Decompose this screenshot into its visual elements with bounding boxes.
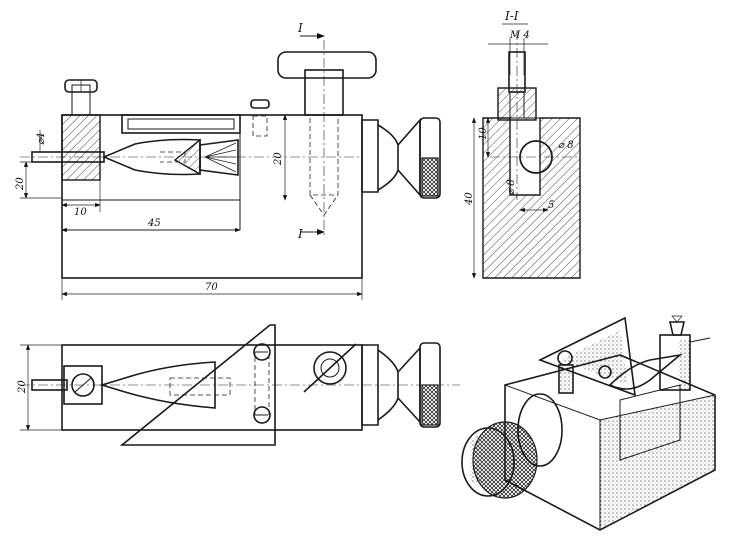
dim-front-h20-mid: 20 xyxy=(273,152,284,166)
dim-front-w70: 70 xyxy=(205,282,218,293)
iso-triangle-gauge xyxy=(537,316,636,397)
t-screw-handle xyxy=(277,51,377,79)
base-block xyxy=(61,114,363,279)
gauge-plate xyxy=(121,114,241,134)
dim-section-v10: 10 xyxy=(478,127,489,140)
dim-plan-h20: 20 xyxy=(17,380,28,394)
section-title: I-I xyxy=(504,9,519,23)
plan-view: 20 xyxy=(17,324,460,446)
plan-triangle-gauge xyxy=(119,324,276,446)
dim-section-d8-low: ⌀ 8 xyxy=(506,179,517,195)
dim-section-v40: 40 xyxy=(464,192,475,206)
cutter-tool xyxy=(199,139,239,176)
small-screw-head xyxy=(250,99,270,109)
dim-section-d8-top: ⌀ 8 xyxy=(558,140,574,151)
dim-front-w10: 10 xyxy=(74,207,87,218)
plan-t-screw xyxy=(313,351,347,385)
section-mark-top: I xyxy=(297,21,303,35)
section-view: I-I M 4 ⌀ 8 ⌀ 8 10 40 5 xyxy=(464,9,581,279)
dim-front-w45: 45 xyxy=(147,218,161,229)
isometric-sketch xyxy=(461,315,716,531)
dim-front-d4: ⌀4 xyxy=(36,133,47,145)
section-mark-bottom: I xyxy=(297,227,303,241)
knurled-knob xyxy=(419,117,441,199)
left-clamp-section xyxy=(61,114,101,181)
dim-front-h20-left: 20 xyxy=(15,177,26,191)
dim-section-m4: M 4 xyxy=(509,30,530,41)
front-view: I I ⌀4 20 20 10 45 70 xyxy=(15,21,441,300)
dim-section-h5: 5 xyxy=(548,200,554,211)
